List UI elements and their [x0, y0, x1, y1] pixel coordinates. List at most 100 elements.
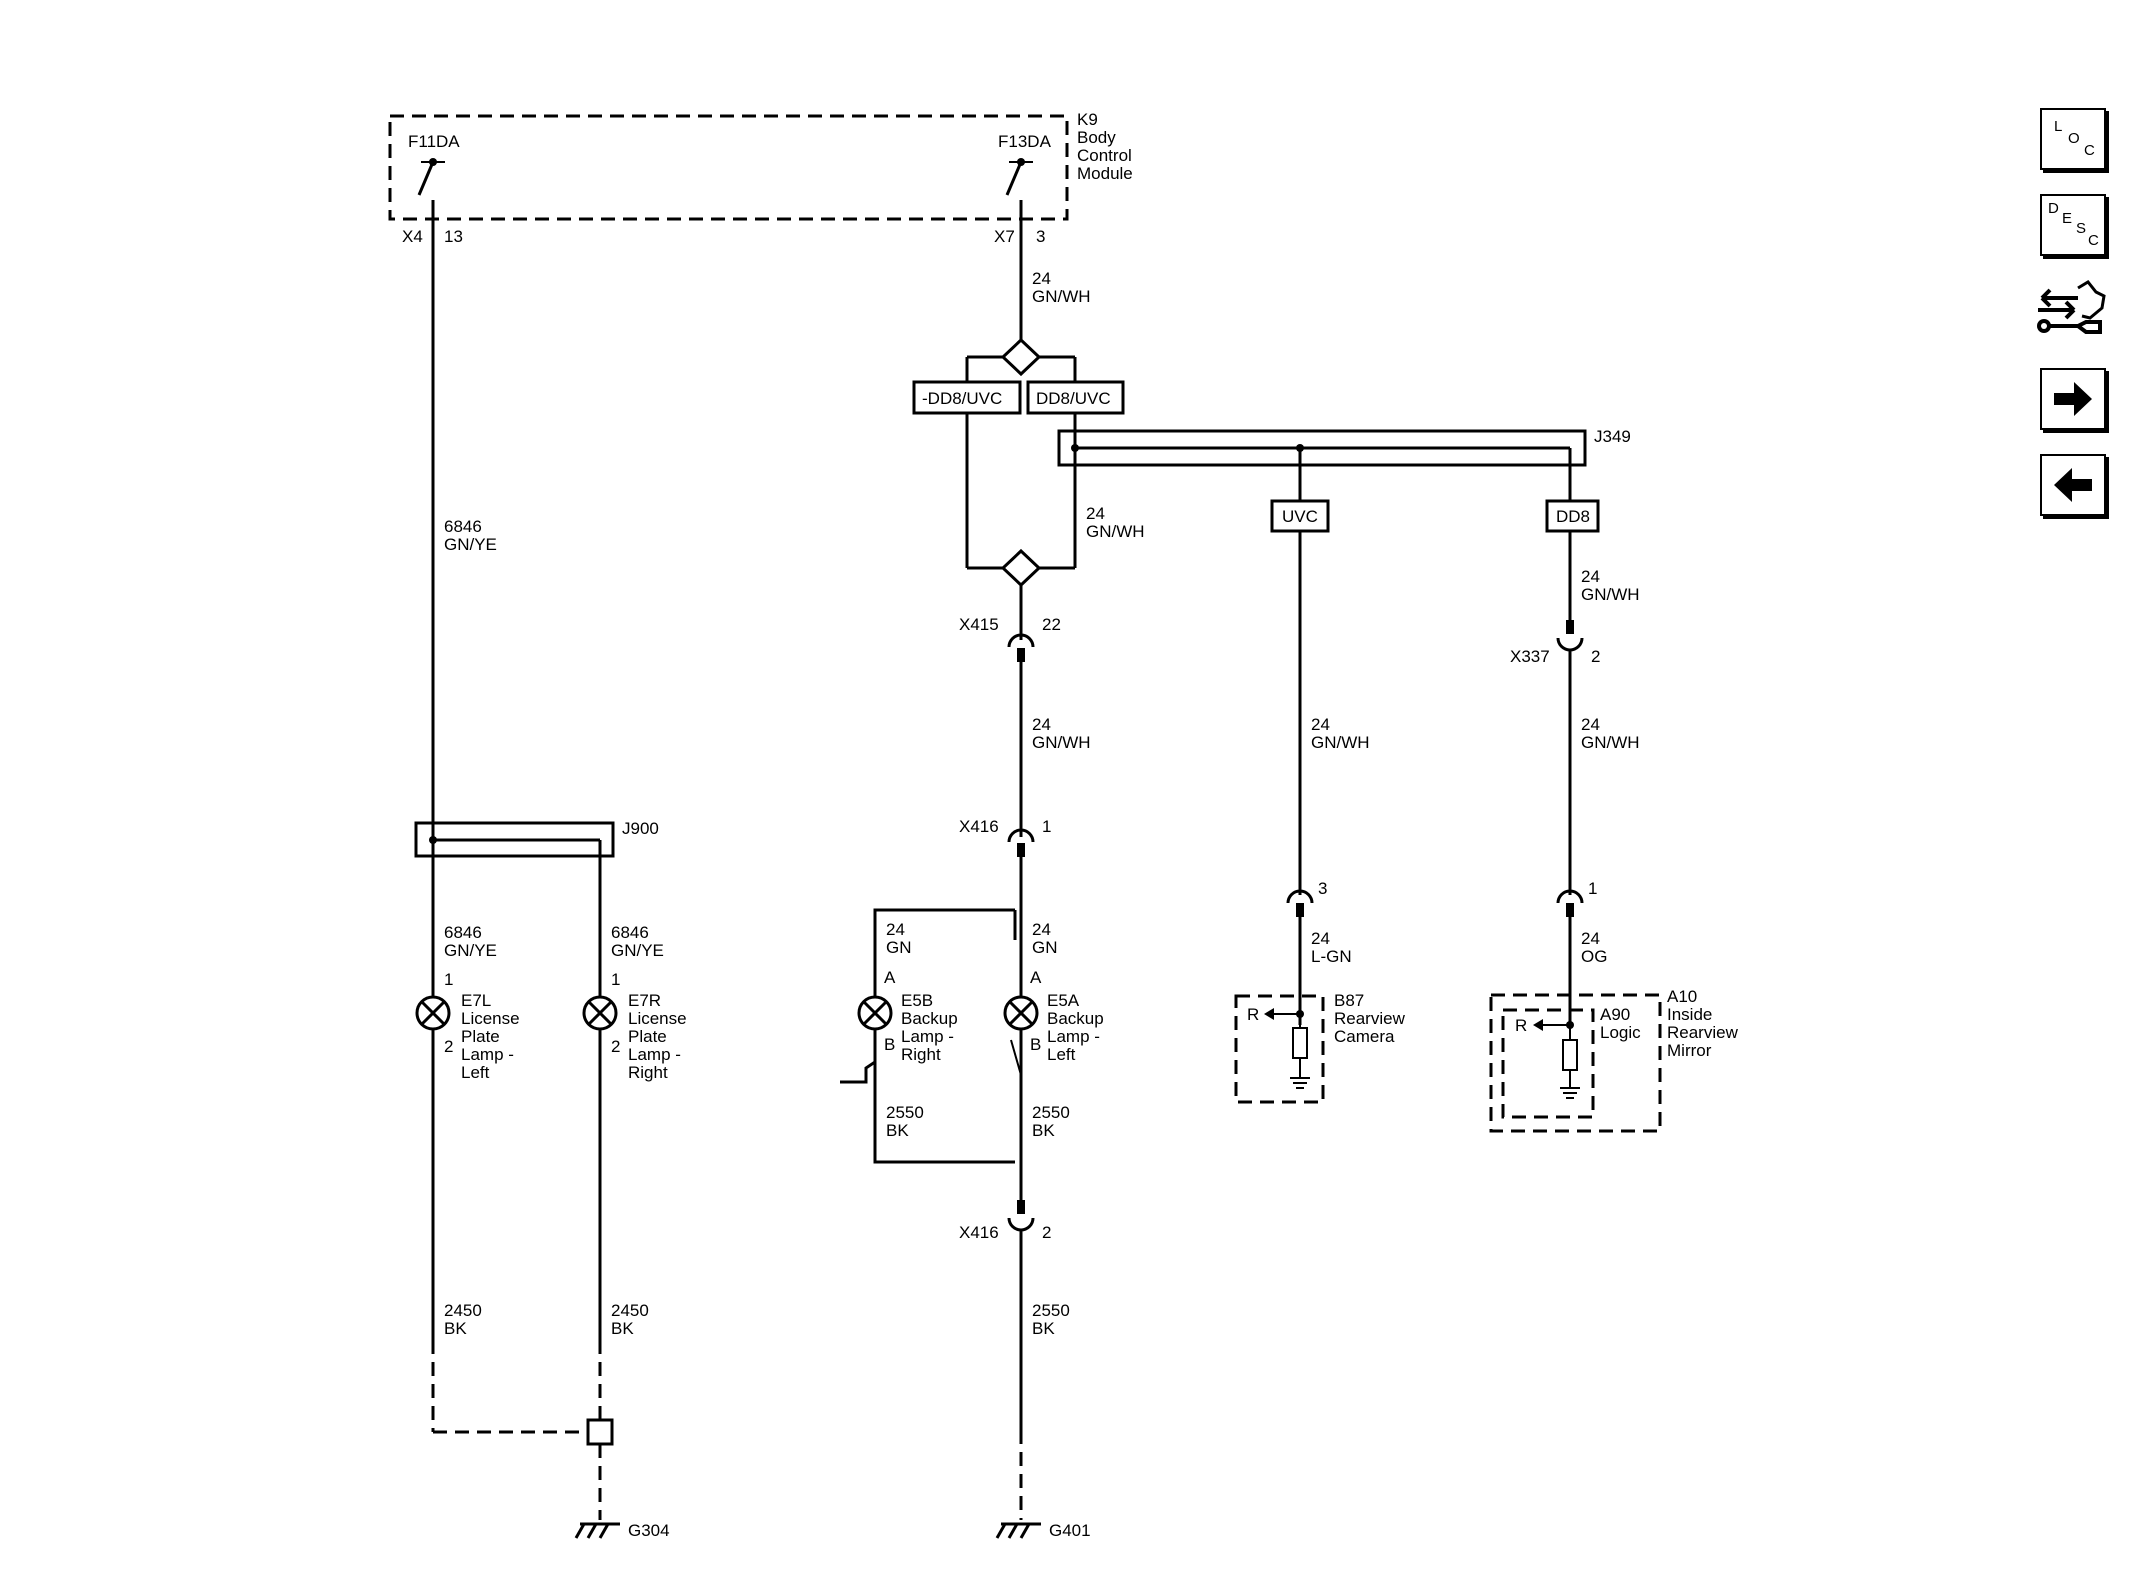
e5a-ground-circuit: 2550: [1032, 1103, 1070, 1122]
wire-6846-color: GN/YE: [444, 535, 497, 554]
conn-x416-pin1-label: X416: [959, 817, 999, 836]
lamp-e5b: A B E5B Backup Lamp - Right: [840, 968, 958, 1084]
svg-text:Lamp -: Lamp -: [901, 1027, 954, 1046]
svg-text:Inside: Inside: [1667, 1005, 1712, 1024]
svg-text:Backup: Backup: [901, 1009, 958, 1028]
conn-x7-label: X7: [994, 227, 1015, 246]
svg-text:License: License: [461, 1009, 520, 1028]
svg-text:B: B: [1030, 1035, 1041, 1054]
e7r-wire-circuit: 6846: [611, 923, 649, 942]
module-name-line-3: Module: [1077, 164, 1133, 183]
device-b87-camera: R B87 Rearview Camera: [1234, 991, 1406, 1104]
svg-text:Lamp -: Lamp -: [1047, 1027, 1100, 1046]
e7r-ground-color: BK: [611, 1319, 634, 1338]
arrow-right-icon: [2054, 382, 2092, 416]
pin-3-label: 3: [1036, 227, 1045, 246]
svg-text:Right: Right: [901, 1045, 941, 1064]
lamp-e7l: 1 2 E7L License Plate Lamp - Left: [415, 970, 520, 1082]
e7l-wire-circuit: 6846: [444, 923, 482, 942]
svg-text:A90: A90: [1600, 1005, 1630, 1024]
e5a-wire-gauge: 24: [1032, 920, 1051, 939]
svg-text:G304: G304: [628, 1521, 670, 1540]
camera-mirror-circuit: J349 UVC 24 GN/WH 3 24 L-GN R B87 Rearvi…: [1057, 413, 1739, 1133]
service-tools-icon[interactable]: [2034, 276, 2110, 344]
svg-text:R: R: [1247, 1005, 1259, 1024]
svg-text:R: R: [1515, 1016, 1527, 1035]
splice-j349-label: J349: [1594, 427, 1631, 446]
option-uvc: UVC: [1282, 507, 1318, 526]
conn-x337-pin: 2: [1591, 647, 1600, 666]
option-dd8: DD8: [1556, 507, 1590, 526]
svg-text:Plate: Plate: [628, 1027, 667, 1046]
wire-2-gauge: 24: [1086, 504, 1105, 523]
wire-4-color: GN/WH: [1581, 585, 1640, 604]
previous-button[interactable]: [2040, 454, 2106, 516]
arrow-left-icon: [2054, 468, 2092, 502]
e5b-ground-circuit: 2550: [886, 1103, 924, 1122]
svg-text:License: License: [628, 1009, 687, 1028]
lamp-e5a: A B E5A Backup Lamp - Left: [1003, 968, 1104, 1064]
svg-text:A: A: [1030, 968, 1042, 987]
splice-j900-label: J900: [622, 819, 659, 838]
wire-6-color: GN/WH: [1581, 733, 1640, 752]
svg-text:Lamp -: Lamp -: [628, 1045, 681, 1064]
svg-text:Rearview: Rearview: [1667, 1023, 1739, 1042]
svg-text:E5A: E5A: [1047, 991, 1080, 1010]
a10-pin: 1: [1588, 879, 1597, 898]
wire-5-gauge: 24: [1311, 715, 1330, 734]
g401-wire-color: BK: [1032, 1319, 1055, 1338]
svg-text:Left: Left: [461, 1063, 490, 1082]
conn-x416-pin2-label: X416: [959, 1223, 999, 1242]
svg-text:Lamp -: Lamp -: [461, 1045, 514, 1064]
b87-wire-gauge: 24: [1311, 929, 1330, 948]
wire-6-gauge: 24: [1581, 715, 1600, 734]
conn-x415-pin: 22: [1042, 615, 1061, 634]
svg-text:E5B: E5B: [901, 991, 933, 1010]
svg-text:Logic: Logic: [1600, 1023, 1641, 1042]
option-dd8-uvc: DD8/UVC: [1036, 389, 1111, 408]
wire-1-gauge: 24: [1032, 269, 1051, 288]
e5b-wire-gauge: 24: [886, 920, 905, 939]
wire-3-gauge: 24: [1032, 715, 1051, 734]
svg-text:Rearview: Rearview: [1334, 1009, 1406, 1028]
svg-text:Right: Right: [628, 1063, 668, 1082]
wire-5-color: GN/WH: [1311, 733, 1370, 752]
pin-13-label: 13: [444, 227, 463, 246]
backup-lamp-circuit: 24 GN/WH -DD8/UVC DD8/UVC 24 GN/WH X415 …: [840, 200, 1145, 1540]
conn-x4-label: X4: [402, 227, 423, 246]
svg-text:E7L: E7L: [461, 991, 491, 1010]
a10-wire-color: OG: [1581, 947, 1607, 966]
module-name-line-2: Control: [1077, 146, 1132, 165]
e5a-ground-color: BK: [1032, 1121, 1055, 1140]
fuse-right-label: F13DA: [998, 132, 1052, 151]
svg-text:2: 2: [611, 1037, 620, 1056]
svg-text:2: 2: [444, 1037, 453, 1056]
e7l-wire-color: GN/YE: [444, 941, 497, 960]
ground-g401: G401: [995, 1521, 1091, 1540]
ground-g304: G304: [574, 1521, 670, 1540]
a10-wire-gauge: 24: [1581, 929, 1600, 948]
wire-6846-circuit: 6846: [444, 517, 482, 536]
b87-pin: 3: [1318, 879, 1327, 898]
location-button[interactable]: L O C: [2040, 108, 2106, 170]
device-a10-mirror: R A90 Logic A10 Inside Rearview Mirror: [1489, 987, 1739, 1133]
conn-x416-pin2: 2: [1042, 1223, 1051, 1242]
module-id: K9: [1077, 110, 1098, 129]
svg-text:A: A: [884, 968, 896, 987]
e5b-ground-color: BK: [886, 1121, 909, 1140]
b87-wire-color: L-GN: [1311, 947, 1352, 966]
svg-text:Plate: Plate: [461, 1027, 500, 1046]
module-name-line-1: Body: [1077, 128, 1116, 147]
svg-text:1: 1: [611, 970, 620, 989]
svg-text:Backup: Backup: [1047, 1009, 1104, 1028]
conn-x337-label: X337: [1510, 647, 1550, 666]
e5b-wire-color: GN: [886, 938, 912, 957]
wrench-arrows-icon: [2037, 280, 2106, 334]
option-not-dd8-uvc: -DD8/UVC: [922, 389, 1002, 408]
description-button[interactable]: D E S C: [2040, 194, 2106, 256]
next-button[interactable]: [2040, 368, 2106, 430]
svg-text:B87: B87: [1334, 991, 1364, 1010]
svg-text:Left: Left: [1047, 1045, 1076, 1064]
svg-text:E7R: E7R: [628, 991, 661, 1010]
e7r-ground-circuit: 2450: [611, 1301, 649, 1320]
